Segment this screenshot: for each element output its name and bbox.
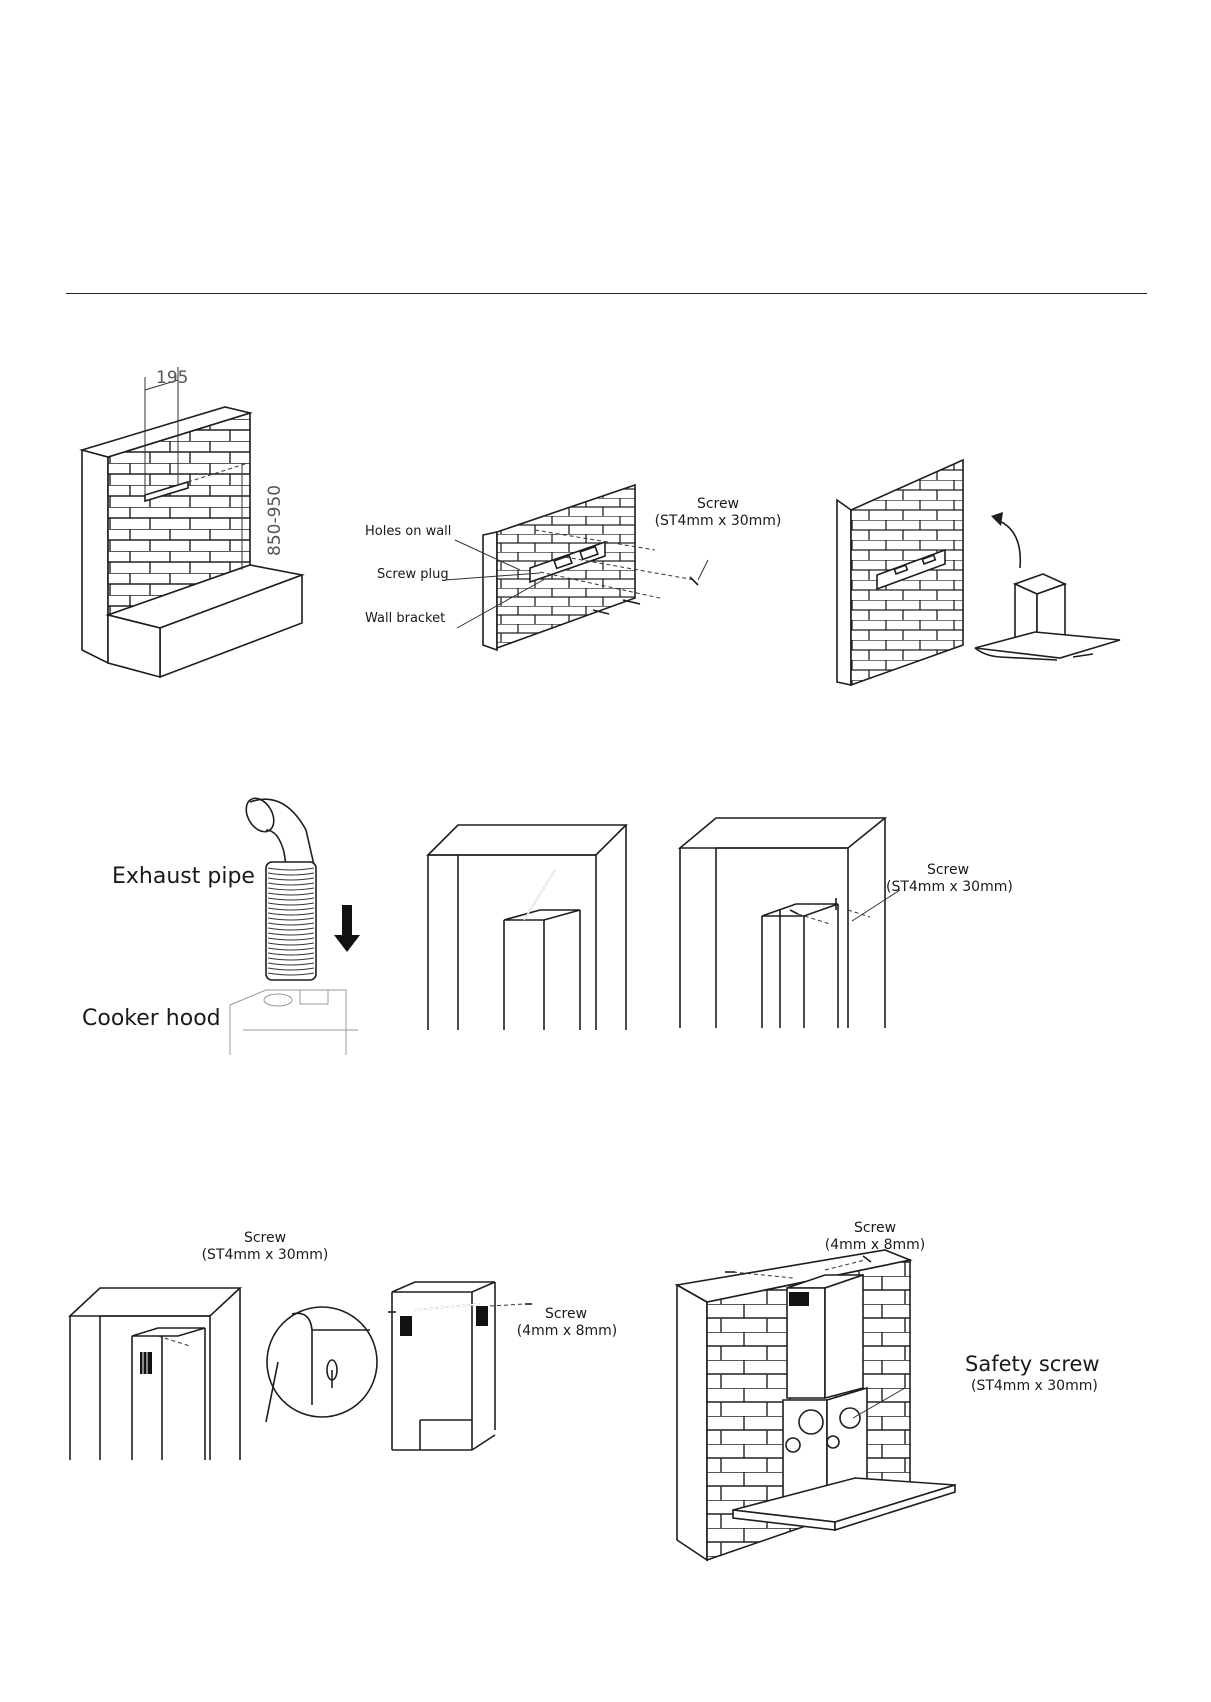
step6-illustration <box>680 818 1020 1028</box>
label-screw-title: Screw <box>653 496 783 512</box>
dimension-width-label: 195 <box>156 369 188 389</box>
step7-upper-chimney-diagram: Screw (ST4mm x 30mm) Screw (4mm x 8mm) <box>70 1230 630 1460</box>
dimension-height-label: 850-950 <box>266 485 286 556</box>
label-screw-plug: Screw plug <box>377 568 449 583</box>
label-wall-bracket: Wall bracket <box>365 612 445 627</box>
label-safety-screw-spec: (ST4mm x 30mm) <box>971 1378 1098 1394</box>
step5-illustration <box>428 825 628 1030</box>
label-screw-a-title: Screw <box>205 1230 325 1246</box>
step7-illustration <box>70 1230 630 1460</box>
label-screw-title: Screw <box>825 1220 925 1236</box>
label-screw-title: Screw <box>898 862 998 878</box>
label-screw-spec: (4mm x 8mm) <box>815 1237 935 1253</box>
step2-wall-bracket-diagram: Holes on wall Screw plug Wall bracket Sc… <box>365 480 785 650</box>
label-holes-on-wall: Holes on wall <box>365 525 451 540</box>
section-divider <box>66 293 1147 294</box>
step6-chimney-screw-diagram: Screw (ST4mm x 30mm) <box>680 818 1020 1028</box>
step1-wall-dimensions-diagram: 195 850-950 <box>70 375 310 675</box>
label-screw-spec: (ST4mm x 30mm) <box>886 879 1010 895</box>
label-cooker-hood: Cooker hood <box>82 1006 221 1031</box>
step4-exhaust-pipe-diagram: Exhaust pipe Cooker hood <box>78 790 378 1055</box>
step8-safety-screw-diagram: Screw (4mm x 8mm) Safety screw (ST4mm x … <box>675 1220 1105 1560</box>
label-exhaust-pipe: Exhaust pipe <box>112 864 255 889</box>
label-screw-b-spec: (4mm x 8mm) <box>510 1323 624 1339</box>
step3-hang-hood-diagram <box>835 460 1135 685</box>
label-screw-b-title: Screw <box>516 1306 616 1322</box>
step3-illustration <box>835 460 1135 685</box>
label-screw-spec: (ST4mm x 30mm) <box>643 513 793 529</box>
step5-chimney-install-diagram <box>428 825 628 1030</box>
label-screw-a-spec: (ST4mm x 30mm) <box>188 1247 342 1263</box>
label-safety-screw: Safety screw <box>965 1352 1100 1376</box>
